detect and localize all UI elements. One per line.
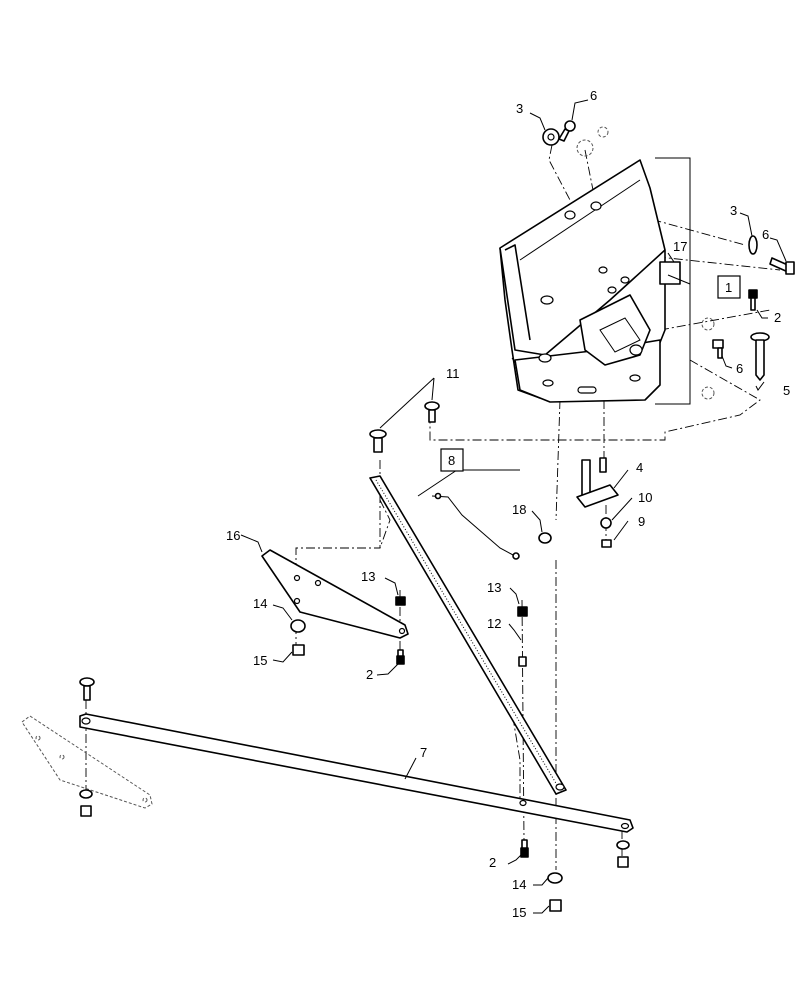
spacer-12: [518, 656, 527, 667]
nut-13-right: [517, 606, 528, 617]
callout-5: 5: [783, 383, 790, 398]
callout-box-8: [440, 448, 464, 472]
ghost-plate-left: [21, 715, 153, 809]
callout-13-right: 13: [487, 580, 501, 595]
callout-18: 18: [512, 502, 526, 517]
callout-6-mid: 6: [736, 361, 743, 376]
bolt-6-right: [769, 257, 795, 275]
callout-2-top: 2: [774, 310, 781, 325]
callout-15-bottom: 15: [512, 905, 526, 920]
main-bracket: [499, 159, 681, 403]
callout-3-right: 3: [730, 203, 737, 218]
callout-15-left: 15: [253, 653, 267, 668]
callout-16: 16: [226, 528, 240, 543]
callout-13-left: 13: [361, 569, 375, 584]
callout-9: 9: [638, 514, 645, 529]
callout-2-mid: 2: [366, 667, 373, 682]
callout-14-left: 14: [253, 596, 267, 611]
carriage-bolt-11-a: [424, 401, 440, 423]
washer-3-top: [542, 128, 560, 146]
bolt-6-mid: [712, 339, 724, 359]
cable-8: [431, 492, 520, 560]
callout-box-1: [717, 275, 741, 299]
washer-14-left: [290, 619, 306, 633]
leader-lines: [240, 99, 787, 914]
carriage-bolt-11-b: [369, 429, 387, 453]
callout-12: 12: [487, 616, 501, 631]
assembly-bracket-line: [655, 157, 691, 405]
pin-plate-4: [576, 457, 619, 508]
callout-10: 10: [638, 490, 652, 505]
bolt-2-mid: [396, 649, 405, 665]
decal-17: [659, 261, 681, 285]
callout-7: 7: [420, 745, 427, 760]
grommet-18: [538, 532, 552, 544]
callout-2-bottom: 2: [489, 855, 496, 870]
washer-right-bottom: [616, 840, 630, 868]
diagonal-brace: [369, 475, 567, 795]
callout-6-right: 6: [762, 227, 769, 242]
callout-8: 8: [448, 453, 455, 468]
carriage-bolt-left: [79, 677, 95, 701]
callout-3-top: 3: [516, 101, 523, 116]
callout-14-bottom: 14: [512, 877, 526, 892]
washer-ghost-top: [576, 126, 609, 157]
bolt-2-top: [748, 289, 758, 311]
nut-ghost-bottom-right: [701, 386, 715, 400]
washer-14-bottom: [547, 872, 563, 884]
nut-15-bottom: [549, 899, 562, 912]
washer-3-right: [748, 235, 758, 255]
washer-ghost-right: [701, 317, 715, 331]
callout-4: 4: [636, 460, 643, 475]
bolt-6-top: [558, 120, 576, 142]
nut-13-left: [395, 596, 406, 606]
callout-6-top: 6: [590, 88, 597, 103]
washer-10: [600, 517, 612, 529]
callout-1: 1: [725, 280, 732, 295]
nut-15-left: [292, 644, 305, 656]
bolt-2-bottom: [520, 839, 529, 858]
pin-5: [750, 332, 770, 381]
washer-left-bottom: [79, 789, 93, 817]
callout-17: 17: [673, 239, 687, 254]
long-bar-7: [79, 713, 634, 833]
nut-9: [601, 539, 612, 548]
plate-16: [261, 549, 409, 639]
callout-11: 11: [446, 366, 460, 381]
